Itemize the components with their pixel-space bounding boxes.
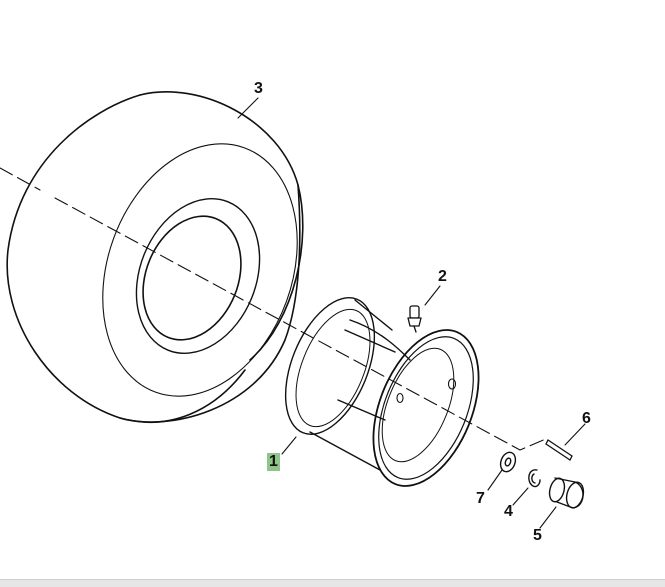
- callout-4[interactable]: 4: [504, 503, 513, 520]
- snap-ring-drawing: [528, 469, 541, 488]
- callout-5[interactable]: 5: [533, 527, 542, 544]
- tire-drawing: [6, 91, 304, 423]
- hub-cap-drawing: [548, 477, 585, 509]
- axis-centerline: [0, 167, 549, 451]
- callout-6[interactable]: 6: [582, 410, 591, 427]
- callout-1[interactable]: 1: [267, 453, 280, 471]
- callout-2[interactable]: 2: [438, 268, 447, 285]
- pin-drawing: [545, 439, 573, 461]
- washer-drawing: [499, 451, 517, 473]
- leader-lines: [237, 97, 586, 529]
- callout-3[interactable]: 3: [254, 80, 263, 97]
- rim-drawing: [284, 297, 480, 487]
- callout-7[interactable]: 7: [476, 490, 485, 507]
- valve-stem-drawing: [407, 305, 422, 333]
- bottom-scrollbar[interactable]: [0, 579, 665, 587]
